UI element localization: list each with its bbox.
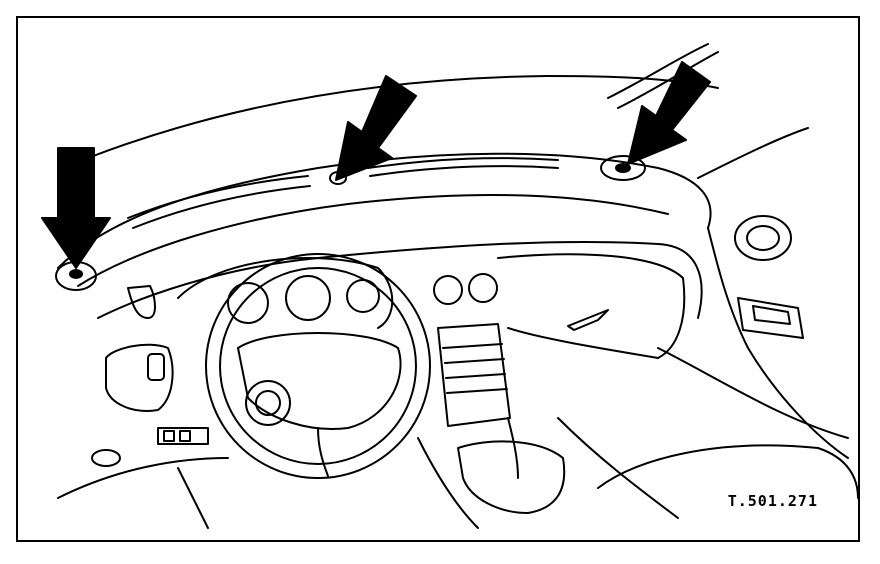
switch-2 (179, 430, 191, 442)
defrost-vent-left (127, 175, 309, 219)
callout-arrow-center (335, 75, 417, 181)
gear-lever (507, 417, 519, 479)
radio-line-2 (444, 358, 505, 364)
instrument-hood (177, 257, 394, 329)
steering-wheel-hub (237, 332, 402, 430)
gauge-5 (468, 273, 498, 303)
gauge-2 (285, 275, 331, 321)
dash-top-pad (57, 152, 712, 269)
steering-wheel-rim-inner (219, 267, 417, 465)
lower-dash-trim (57, 457, 229, 499)
switch-1 (163, 430, 175, 442)
steering-wheel-spoke (317, 427, 329, 477)
defrost-vent-center-2 (369, 165, 559, 177)
glovebox-handle (567, 309, 609, 331)
dash-face (97, 240, 703, 319)
glovebox (497, 253, 686, 359)
callout-arrow-left (41, 147, 111, 269)
windscreen-top-edge (87, 75, 719, 159)
seat-outline (597, 444, 858, 499)
door-vent (734, 215, 792, 261)
windscreen-inner-edge (607, 43, 709, 99)
left-vent (127, 285, 156, 319)
figure-reference-code: T.501.271 (727, 492, 818, 510)
steering-wheel-boss-inner (255, 390, 281, 416)
left-vent-slat (147, 353, 165, 381)
defrost-vent-left-2 (132, 185, 311, 229)
door-pillar (697, 127, 809, 179)
gear-lever-housing (457, 440, 566, 514)
left-air-vent-box (105, 343, 174, 412)
left-sensor (69, 269, 83, 279)
radio-line-4 (446, 388, 508, 394)
dashboard-line-drawing (41, 43, 858, 529)
dash-top-pad-lower (77, 194, 669, 287)
steering-wheel-boss (245, 380, 291, 426)
bonnet-release (91, 449, 121, 467)
right-sensor (615, 163, 631, 173)
console-side-right (557, 417, 679, 519)
door-trim (657, 347, 849, 439)
door-edge (707, 227, 849, 459)
defrost-vent-center (367, 157, 559, 169)
figure-frame: T.501.271 (16, 16, 860, 542)
gauge-4 (433, 275, 463, 305)
callout-arrow-right (627, 61, 711, 165)
right-sensor-housing (600, 155, 646, 181)
windscreen-inner-edge-2 (617, 51, 719, 109)
door-vent-inner (746, 225, 780, 251)
radio-line-1 (442, 343, 503, 349)
gauge-1 (227, 282, 269, 324)
switch-panel (157, 427, 209, 445)
center-stack (437, 323, 511, 427)
pedal-area (177, 467, 209, 529)
radio-line-3 (445, 373, 506, 379)
steering-wheel-rim (205, 253, 431, 479)
door-handle-inner (752, 305, 791, 325)
console-side (417, 437, 479, 529)
door-handle (737, 297, 804, 339)
